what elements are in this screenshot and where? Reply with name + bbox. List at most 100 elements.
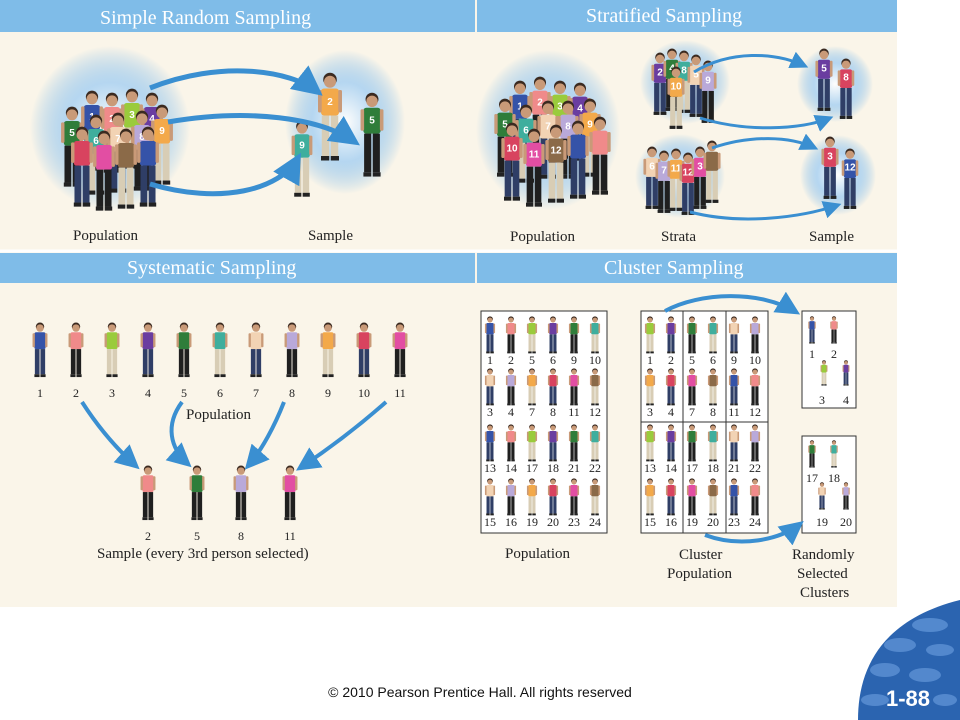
person-number: 6 bbox=[550, 353, 556, 367]
person-number: 4 bbox=[668, 405, 674, 419]
sample-label: Sample bbox=[308, 228, 353, 244]
selection-arrow bbox=[704, 521, 804, 546]
person-number: 10 bbox=[358, 386, 370, 400]
person-number: 11 bbox=[284, 529, 296, 543]
person-figure bbox=[526, 478, 538, 516]
person-figure: 12 bbox=[545, 124, 567, 203]
person-figure: 2 bbox=[651, 52, 669, 115]
person-number: 9 bbox=[325, 386, 331, 400]
person-number: 21 bbox=[568, 461, 580, 475]
person-figure bbox=[484, 424, 496, 462]
person-figure bbox=[547, 368, 559, 406]
person-number: 21 bbox=[728, 461, 740, 475]
selected-clusters-label: Randomly bbox=[792, 547, 855, 563]
person-figure bbox=[728, 368, 740, 406]
person-number: 22 bbox=[749, 461, 761, 475]
person-figure: 12 bbox=[841, 148, 859, 209]
person-number: 13 bbox=[644, 461, 656, 475]
person-figure bbox=[589, 424, 601, 462]
person-figure bbox=[93, 130, 115, 211]
corner-logo bbox=[858, 600, 960, 720]
person-figure bbox=[820, 360, 828, 386]
person-number: 8 bbox=[710, 405, 716, 419]
shirt-number: 8 bbox=[139, 132, 145, 143]
person-figure bbox=[842, 360, 850, 386]
person-number: 18 bbox=[547, 461, 559, 475]
person-figure bbox=[547, 316, 559, 354]
person-figure bbox=[104, 322, 120, 378]
shirt-number: 12 bbox=[550, 145, 562, 156]
person-number: 11 bbox=[728, 405, 740, 419]
person-number: 19 bbox=[526, 515, 538, 529]
person-figure bbox=[547, 478, 559, 516]
person-figure bbox=[505, 424, 517, 462]
selection-arrow bbox=[167, 113, 360, 146]
person-figure bbox=[808, 440, 816, 468]
person-figure bbox=[830, 440, 838, 468]
person-number: 8 bbox=[289, 386, 295, 400]
person-figure bbox=[749, 316, 761, 354]
person-number: 18 bbox=[828, 471, 840, 485]
person-figure bbox=[248, 322, 264, 378]
person-number: 15 bbox=[484, 515, 496, 529]
person-number: 20 bbox=[707, 515, 719, 529]
person-number: 15 bbox=[644, 515, 656, 529]
person-number: 7 bbox=[689, 405, 695, 419]
page-number: 1-88 bbox=[886, 686, 930, 711]
person-figure bbox=[484, 478, 496, 516]
person-figure bbox=[589, 368, 601, 406]
selection-arrow bbox=[80, 400, 140, 470]
person-number: 10 bbox=[749, 353, 761, 367]
stratified-title: Stratified Sampling bbox=[586, 5, 742, 27]
person-number: 18 bbox=[707, 461, 719, 475]
person-number: 2 bbox=[508, 353, 514, 367]
shirt-number: 12 bbox=[844, 163, 856, 174]
selection-arrow bbox=[296, 400, 388, 471]
selection-arrow bbox=[149, 65, 323, 96]
person-number: 5 bbox=[181, 386, 187, 400]
person-figure bbox=[818, 482, 826, 510]
selection-arrow bbox=[689, 201, 842, 221]
person-figure bbox=[728, 424, 740, 462]
person-figure bbox=[830, 316, 838, 344]
person-figure bbox=[140, 322, 156, 378]
person-number: 10 bbox=[589, 353, 601, 367]
header-stratified bbox=[477, 0, 897, 32]
person-figure bbox=[568, 316, 580, 354]
person-number: 3 bbox=[109, 386, 115, 400]
sample-halo bbox=[797, 46, 873, 122]
person-figure bbox=[589, 116, 611, 195]
selection-arrow bbox=[664, 291, 801, 315]
cluster-title: Cluster Sampling bbox=[604, 257, 743, 279]
shirt-number: 10 bbox=[670, 81, 682, 92]
shirt-number: 7 bbox=[661, 165, 667, 176]
person-figure bbox=[392, 322, 408, 378]
shirt-number: 3 bbox=[697, 161, 703, 172]
person-number: 17 bbox=[686, 461, 698, 475]
selection-arrow bbox=[165, 400, 192, 468]
header-cluster bbox=[477, 253, 897, 283]
person-number: 7 bbox=[253, 386, 259, 400]
selection-arrow bbox=[711, 133, 819, 150]
sample-label: Sample bbox=[809, 229, 854, 245]
person-number: 4 bbox=[843, 393, 849, 407]
person-figure bbox=[71, 126, 93, 207]
person-figure bbox=[644, 368, 656, 406]
person-figure bbox=[233, 465, 249, 521]
person-figure bbox=[484, 316, 496, 354]
person-figure bbox=[568, 478, 580, 516]
systematic-sample bbox=[140, 465, 298, 521]
person-number: 1 bbox=[809, 347, 815, 361]
shirt-number: 1 bbox=[517, 101, 523, 112]
header-simple-random bbox=[0, 0, 475, 32]
person-figure bbox=[526, 316, 538, 354]
person-figure bbox=[686, 424, 698, 462]
person-figure bbox=[728, 316, 740, 354]
person-number: 8 bbox=[550, 405, 556, 419]
shirt-number: 8 bbox=[843, 73, 849, 84]
